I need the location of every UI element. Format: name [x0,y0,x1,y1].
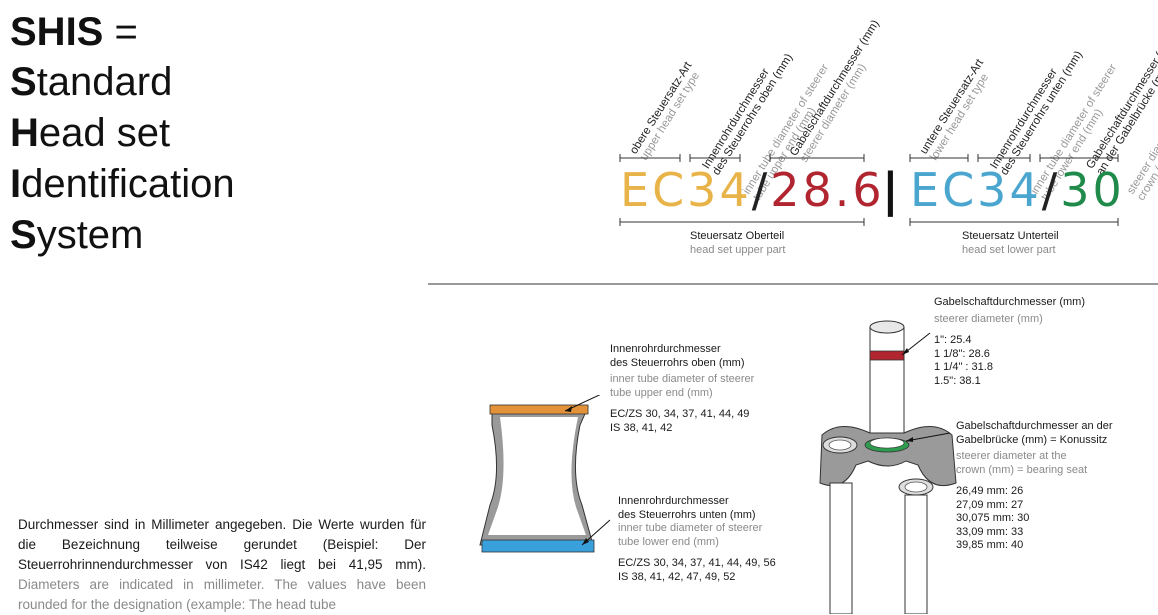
title-initial: H [10,111,39,155]
upper-tube-values: EC/ZS 30, 34, 37, 41, 44, 49 [610,408,750,420]
label-de: Gabelschaftdurchmesser (mm) [934,296,1085,308]
steerer-diameter-ring [869,350,905,361]
label-de-line: des Steuerrohrs unten (mm) [618,508,756,521]
code-lower-diameter: 30 [1060,163,1125,217]
title-acronym: SHIS [10,10,104,54]
lower-tube-label: Innenrohrdurchmesser des Steuerrohrs unt… [618,495,776,584]
title-line-system: System [10,215,143,255]
label-en-line: tube lower end (mm) [618,535,719,548]
note-en: Diameters are indicated in millimeter. T… [18,577,426,612]
label-de-line: Gabelschaftdurchmesser an der [956,420,1113,432]
steerer-value: 1 1/4" : 31.8 [934,361,993,373]
steerer-label: Gabelschaftdurchmesser (mm) steerer diam… [934,296,1085,388]
title-word-rest: tandard [36,60,173,104]
label-de-line: Gabelbrücke (mm) = Konussitz [956,433,1108,446]
lower-cup-highlight [481,539,595,553]
label-de-line: Innenrohrdurchmesser [618,495,729,507]
label-de-line: Innenrohrdurchmesser [610,343,721,355]
caption-lower-part: Steuersatz Unterteil head set lower part [962,230,1059,257]
caption-upper-part: Steuersatz Oberteil head set upper part [690,230,785,257]
title-line-headset: Head set [10,113,170,153]
label-en-line: inner tube diameter of steerer [610,373,755,385]
caption-en: head set lower part [962,243,1056,256]
shis-code-lower: EC34/30 [910,164,1125,216]
crown-label: Gabelschaftdurchmesser an der Gabelbrück… [956,420,1113,553]
upper-tube-label: Innenrohrdurchmesser des Steuerrohrs obe… [610,343,754,435]
code-brackets [428,154,1158,285]
upper-tube-values-is: IS 38, 41, 42 [610,421,673,434]
head-tube-drawing [479,395,611,553]
crown-value: 30,075 mm: 30 [956,512,1030,524]
label-en-line: crown (mm) = bearing seat [956,463,1088,476]
steerer-value: 1.5": 38.1 [934,374,981,387]
title-line-1: SHIS = [10,12,138,52]
steerer-value: 1 1/8": 28.6 [934,347,990,360]
title-word-rest: ead set [38,111,171,155]
lower-tube-values: EC/ZS 30, 34, 37, 41, 44, 49, 56 [618,557,776,569]
title-word-rest: dentification [21,162,235,206]
code-lower-type: EC34 [910,163,1042,217]
code-slash: / [751,163,771,217]
crown-value: 39,85 mm: 40 [956,539,1024,551]
upper-cup-highlight [489,404,589,415]
steerer-value: 1": 25.4 [934,334,972,346]
code-divider: | [882,163,902,217]
shis-code: EC34/28.6 [620,164,885,216]
caption-de: Steuersatz Oberteil [690,230,785,242]
crown-value: 33,09 mm: 33 [956,525,1024,538]
title-line-identification: Identification [10,164,235,204]
title-line-standard: Standard [10,62,172,102]
title-initial: I [10,162,22,206]
label-en-line: steerer diameter at the [956,450,1067,462]
crown-value: 26,49 mm: 26 [956,485,1024,497]
title-word-rest: ystem [36,213,144,257]
lower-tube-values-is: IS 38, 41, 42, 47, 49, 52 [618,570,736,583]
label-en-line: inner tube diameter of steerer [618,522,763,534]
label-en-line: tube upper end (mm) [610,386,713,399]
title-equals: = [103,10,138,54]
note-paragraph: Durchmesser sind in Millimeter angegeben… [18,515,426,615]
code-upper-type: EC34 [620,163,752,217]
label-de-line: des Steuerrohrs oben (mm) [610,356,745,369]
crown-value: 27,09 mm: 27 [956,498,1024,511]
note-de: Durchmesser sind in Millimeter angegeben… [18,517,426,572]
label-en: steerer diameter (mm) [934,312,1043,325]
title-initial: S [10,213,37,257]
fork-drawing [819,320,957,614]
code-slash: / [1041,163,1061,217]
title-initial: S [10,60,37,104]
caption-en: head set upper part [690,243,786,256]
caption-de: Steuersatz Unterteil [962,230,1059,242]
code-upper-diameter: 28.6 [770,163,885,217]
